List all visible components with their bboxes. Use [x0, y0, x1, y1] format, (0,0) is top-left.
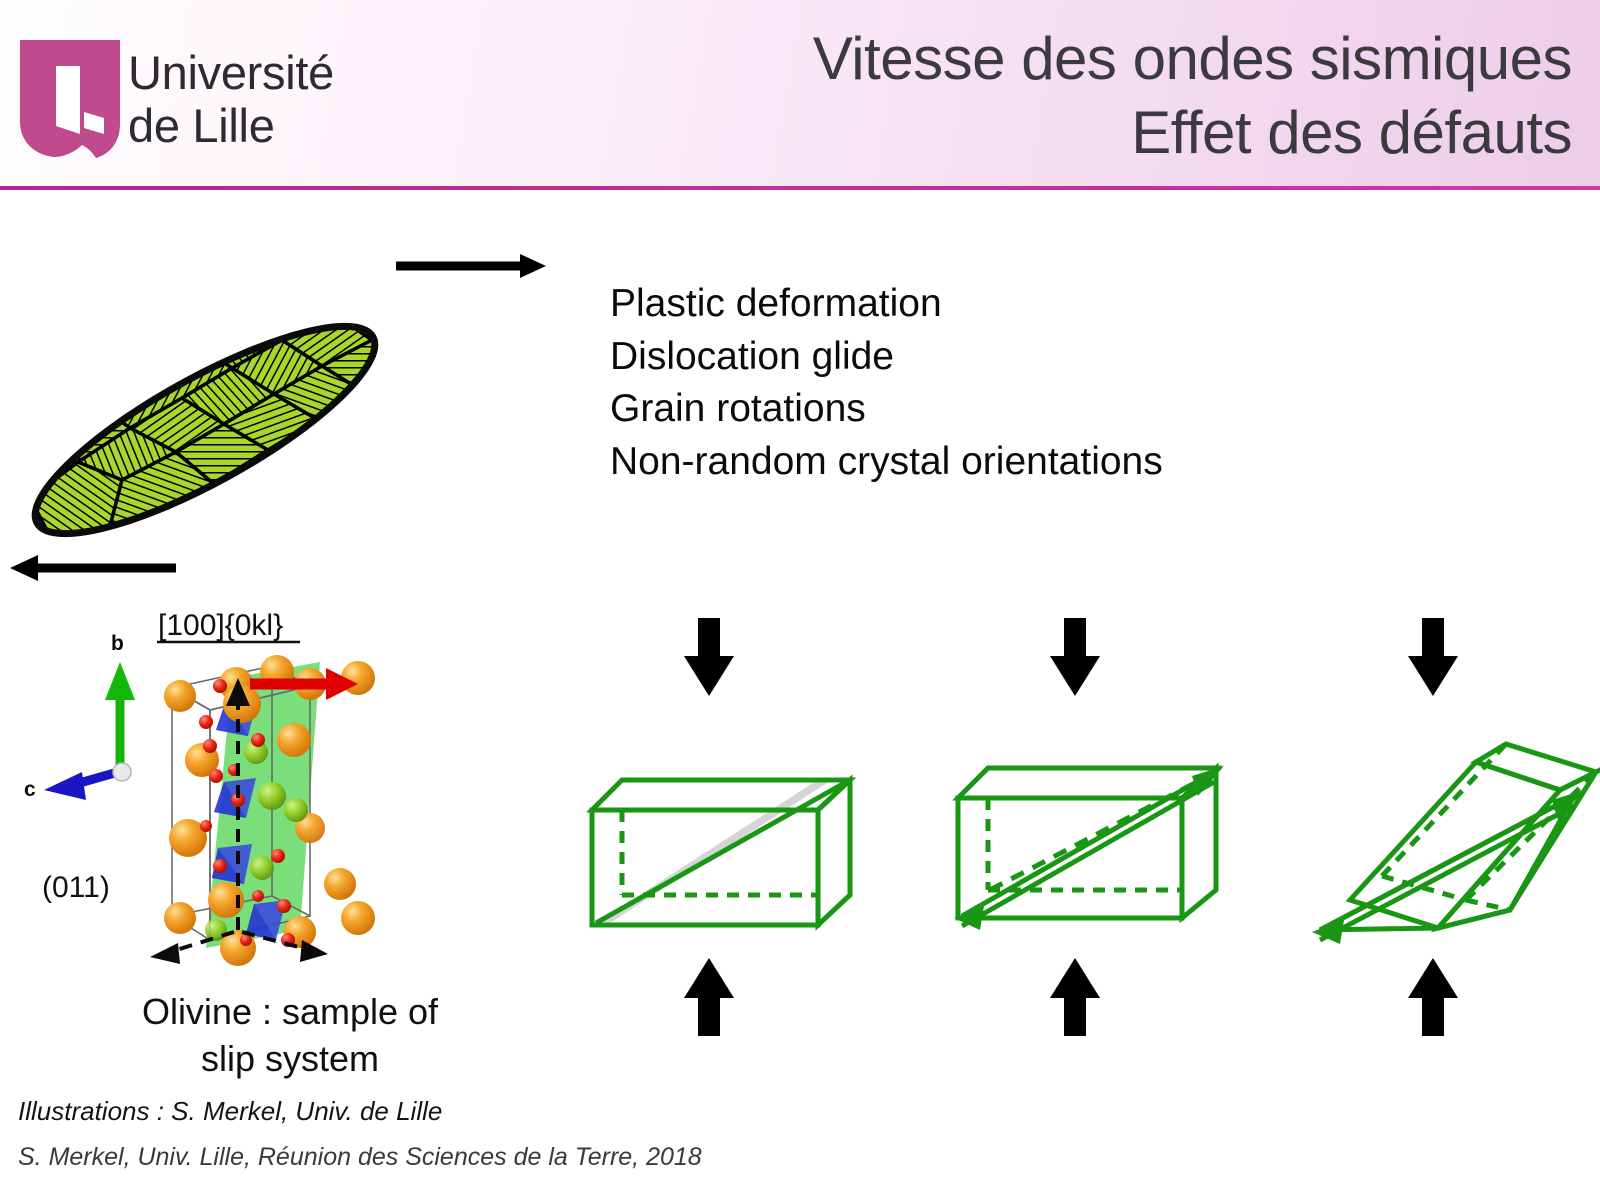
slip-system-label-group: [100]{0kl} — [157, 609, 300, 644]
olivine-svg: [100]{0kl} b c (011) — [24, 609, 375, 966]
polycrystal-aggregate-figure — [0, 248, 580, 598]
page-title-line2: Effet des défauts — [1131, 99, 1572, 166]
crystal-axes-widget: b c — [24, 632, 135, 801]
box-1-wireframe — [585, 774, 857, 931]
cell-vector-arrows — [169, 696, 311, 954]
olivine-structure-figure: [100]{0kl} b c (011) — [10, 600, 490, 990]
compression-arrow-up-3 — [1408, 958, 1458, 1036]
compression-arrow-up-1 — [684, 958, 734, 1036]
bullet-item: Dislocation glide — [610, 334, 894, 378]
compression-arrow-down-3 — [1408, 618, 1458, 696]
box-2-wireframe — [951, 762, 1223, 929]
header-divider — [0, 186, 1600, 190]
slide-footer: Illustrations : S. Merkel, Univ. de Lill… — [18, 1094, 1118, 1174]
plane-label: (011) — [42, 871, 110, 904]
axis-c-label: c — [24, 778, 36, 801]
university-wordmark: Université de Lille — [128, 46, 334, 152]
university-wordmark-line2: de Lille — [128, 99, 275, 152]
cell-vector-arrowhead-right — [300, 940, 328, 962]
lille-shield-icon — [20, 40, 120, 158]
footer-illustrations-credit: Illustrations : S. Merkel, Univ. de Lill… — [18, 1096, 443, 1126]
compression-arrow-down-1 — [684, 618, 734, 696]
axis-origin-node — [112, 762, 132, 782]
boxes-svg — [585, 618, 1600, 1036]
olivine-caption-line1: Olivine : sample of — [141, 991, 439, 1032]
deformation-stage-2 — [951, 618, 1224, 1036]
compression-arrow-up-2 — [1050, 958, 1100, 1036]
compression-arrow-down-2 — [1050, 618, 1100, 696]
axis-c-arrowhead — [44, 772, 86, 800]
olivine-unit-cell — [150, 655, 375, 966]
bullet-list: Plastic deformation Dislocation glide Gr… — [610, 278, 1370, 488]
slip-system-label: [100]{0kl} — [158, 609, 283, 642]
slide-header: Université de Lille Vitesse des ondes si… — [0, 0, 1600, 186]
cell-vector-arrowhead-up — [226, 678, 250, 706]
axis-b-label: b — [111, 632, 124, 655]
university-logo — [18, 38, 122, 160]
page-title: Vitesse des ondes sismiques Effet des dé… — [572, 22, 1573, 170]
shear-arrowhead-right-2 — [1192, 766, 1224, 796]
aggregate-ellipse — [11, 291, 399, 569]
footer-source-credit: S. Merkel, Univ. Lille, Réunion des Scie… — [18, 1143, 702, 1171]
deformation-stage-3 — [1312, 618, 1600, 1036]
shear-arrowhead-right-3 — [1552, 790, 1584, 820]
olivine-caption: Olivine : sample of slip system — [40, 988, 540, 1082]
shear-arrowhead-left-3 — [1312, 920, 1344, 944]
burgers-vector-arrow — [250, 668, 358, 700]
aggregate-svg — [10, 254, 546, 581]
bullet-item: Grain rotations — [610, 387, 866, 430]
university-wordmark-line1: Université — [128, 46, 334, 99]
page-title-line1: Vitesse des ondes sismiques — [812, 25, 1573, 92]
shear-arrow-top — [396, 254, 546, 278]
shear-arrow-bottom — [10, 555, 176, 581]
olivine-caption-line2: slip system — [200, 1038, 380, 1079]
deformation-stage-1 — [585, 618, 857, 1036]
box-3-wireframe — [1318, 741, 1600, 943]
deformation-box-sequence — [560, 600, 1600, 1040]
cell-vector-arrowhead-left — [150, 943, 180, 964]
bullet-item: Non-random crystal orientations — [610, 439, 1163, 483]
axis-b-arrowhead — [105, 662, 135, 700]
shear-arrowhead-left-2 — [954, 906, 984, 930]
oxygen-spheres — [199, 679, 295, 947]
bullet-item: Plastic deformation — [610, 282, 942, 325]
